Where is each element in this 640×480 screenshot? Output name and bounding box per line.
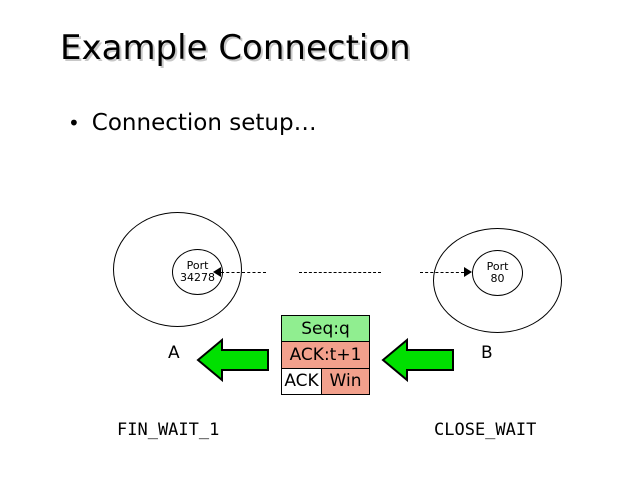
- segment-flag-ack: ACK: [282, 368, 323, 394]
- left-arrow-icon: [381, 337, 454, 383]
- connector-dash-left: [221, 272, 266, 273]
- left-arrow-icon: [196, 337, 269, 383]
- host-a-port-label: Port: [186, 259, 209, 273]
- host-a-label: A: [168, 343, 180, 363]
- connector-arrowhead-left-icon: [213, 267, 221, 277]
- host-b-port-circle: Port 80: [472, 250, 523, 296]
- host-a-tcp-state: FIN_WAIT_1: [117, 420, 220, 440]
- tcp-segment-box: Seq:q ACK:t+1 ACK Win: [281, 315, 370, 395]
- host-a-port-value: 34278: [180, 271, 215, 284]
- host-a-outer-circle: [113, 212, 242, 327]
- connector-dash-middle: [299, 272, 381, 273]
- connector-dash-right: [420, 272, 464, 273]
- packet-flow-arrow-to-a: [196, 336, 270, 387]
- page-title: Example Connection: [60, 28, 411, 68]
- bullet-list-item: • Connection setup…: [68, 110, 317, 136]
- host-b-port-label: Port: [486, 260, 509, 274]
- host-b-tcp-state: CLOSE_WAIT: [434, 420, 537, 440]
- host-b-outer-circle: [433, 228, 562, 333]
- bullet-marker-icon: •: [68, 111, 80, 135]
- bullet-item-label: Connection setup…: [91, 110, 317, 136]
- host-b-label: B: [481, 343, 493, 363]
- host-b-port-value: 80: [490, 272, 505, 285]
- segment-field-flags-row: ACK Win: [282, 368, 369, 394]
- segment-field-ack-number: ACK:t+1: [282, 342, 369, 369]
- segment-field-window: Win: [322, 368, 369, 394]
- packet-flow-arrow-from-b: [381, 336, 455, 387]
- segment-field-seq: Seq:q: [282, 316, 369, 343]
- connector-arrowhead-right-icon: [464, 267, 472, 277]
